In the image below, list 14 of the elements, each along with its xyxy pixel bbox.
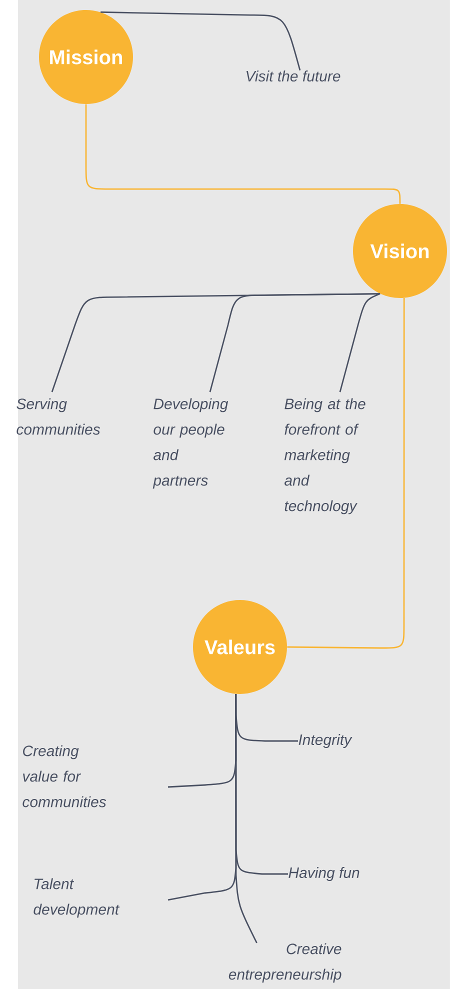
branch-text: Talent development <box>34 878 120 918</box>
connector-line <box>209 293 380 392</box>
connector-line <box>287 298 405 649</box>
branch-text: Creative entrepreneurship <box>228 943 342 983</box>
branch-text: Serving communities <box>16 398 100 435</box>
branch-text: Integrity <box>298 734 352 748</box>
branch-text: Having fun <box>288 867 360 881</box>
connector-line <box>339 293 380 392</box>
connector-line <box>235 694 258 944</box>
branch-text: Developing our people and partners <box>152 398 228 489</box>
branch-text: Visit the future <box>246 70 340 82</box>
branch-text: Being at the forefront of marketing and technology <box>284 398 366 514</box>
branch-text: Creating value for communities <box>22 745 106 808</box>
connector-line <box>100 11 301 70</box>
